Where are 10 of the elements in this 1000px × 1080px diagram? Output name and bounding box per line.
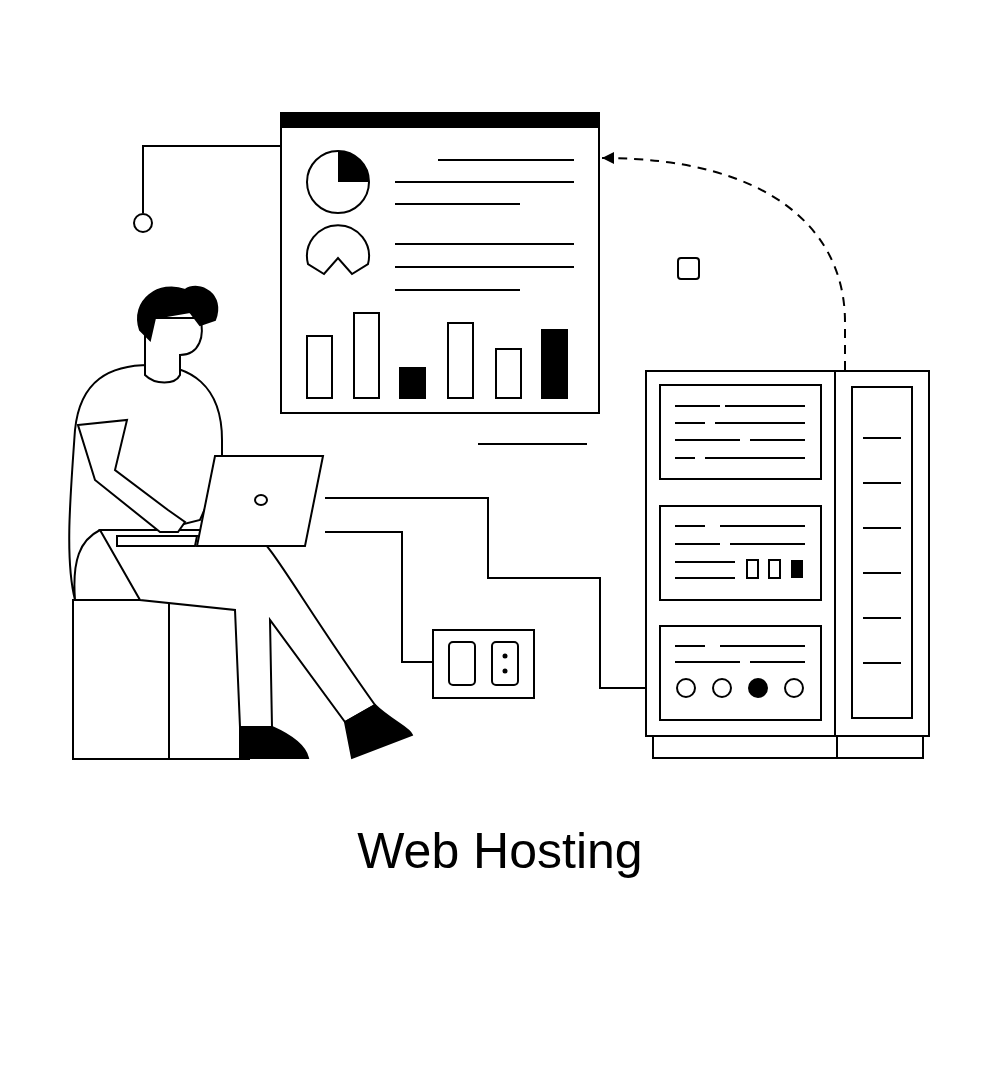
end-dot bbox=[133, 213, 153, 233]
power-outlet-drawing bbox=[432, 629, 535, 699]
dashboard-window bbox=[280, 112, 600, 414]
laptop-drawing bbox=[115, 455, 325, 548]
cable-line bbox=[324, 497, 646, 689]
server-rack-drawing bbox=[645, 370, 930, 760]
dashed-arrow bbox=[601, 152, 846, 371]
cable-line bbox=[324, 531, 433, 663]
title: Web Hosting bbox=[357, 822, 643, 880]
leader-line bbox=[142, 145, 281, 214]
